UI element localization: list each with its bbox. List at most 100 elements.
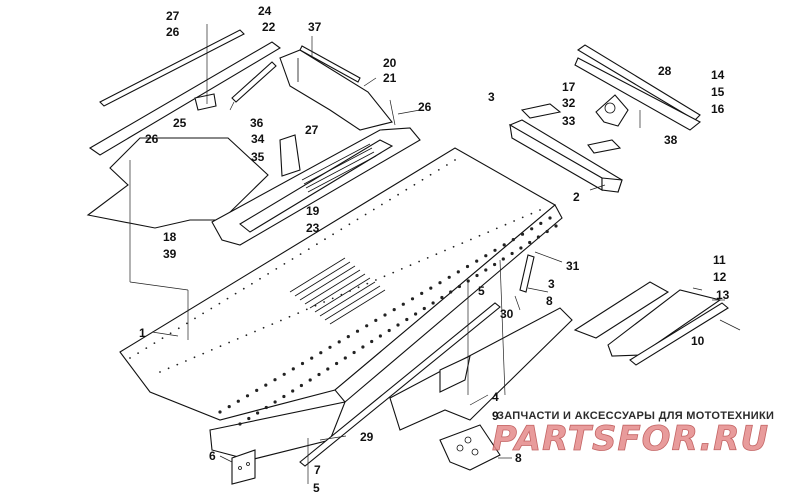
rivet-hole [457, 284, 461, 289]
rivet-hole [446, 164, 448, 166]
callout-26: 26 [166, 25, 180, 39]
rivet-hole [259, 277, 261, 280]
rivet-hole [449, 290, 453, 294]
callout-22: 22 [262, 20, 276, 34]
watermark: ЗАПЧАСТИ И АКСЕССУАРЫ ДЛЯ МОТОТЕХНИКИ PA… [492, 410, 774, 459]
rivet-hole [465, 264, 470, 269]
rivet-hole [421, 178, 424, 181]
rivet-hole [326, 367, 330, 371]
rivet-hole [236, 399, 240, 403]
rivet-hole [405, 317, 409, 322]
callout-5: 5 [478, 284, 485, 298]
rivet-hole [247, 416, 251, 421]
trim-13 [629, 302, 729, 366]
rivet-hole [145, 347, 148, 349]
bracket-25 [194, 93, 217, 111]
rivet-hole [193, 356, 196, 359]
rivet-hole [129, 357, 131, 359]
callout-14: 14 [711, 68, 725, 82]
callout-38: 38 [664, 133, 678, 147]
rivet-hole [288, 315, 291, 318]
callout-8: 8 [546, 294, 553, 308]
rivet-hole [389, 198, 391, 201]
rivet-hole [299, 383, 303, 388]
rivet-hole [365, 324, 369, 328]
rivet-hole [167, 367, 170, 370]
rivet-hole [426, 257, 429, 259]
rivet-hole [185, 360, 187, 362]
callout-11: 11 [713, 253, 726, 267]
storage-box-19 [211, 127, 421, 246]
rivet-hole [282, 372, 286, 376]
rivet-hole [413, 183, 416, 186]
callout-28: 28 [658, 64, 672, 78]
rivet-hole [511, 238, 515, 242]
callout-17: 17 [562, 80, 576, 94]
rivet-hole [536, 235, 541, 239]
callout-25: 25 [173, 116, 187, 130]
rivet-hole [355, 329, 360, 333]
rivet-hole [186, 322, 188, 325]
rivet-hole [396, 323, 400, 327]
watermark-tagline: ЗАПЧАСТИ И АКСЕССУАРЫ ДЛЯ МОТОТЕХНИКИ [497, 410, 774, 422]
callout-3: 3 [488, 90, 495, 104]
rivet-hole [316, 243, 318, 246]
callout-39: 39 [163, 247, 177, 261]
rivet-hole [314, 304, 317, 307]
rivet-hole [161, 337, 164, 340]
rivet-hole [307, 248, 310, 251]
rivet-hole [435, 253, 438, 256]
rivet-hole [539, 221, 543, 225]
rivet-hole [409, 264, 412, 267]
rivet-hole [375, 279, 377, 281]
rivet-hole [335, 361, 339, 366]
rivet-hole [275, 268, 278, 270]
rivet-hole [317, 372, 321, 377]
rivet-hole [501, 257, 505, 261]
callout-24: 24 [258, 4, 272, 18]
rivet-hole [267, 273, 269, 275]
rivet-hole [502, 243, 506, 247]
rivet-hole [361, 345, 365, 349]
rivet-hole [521, 216, 524, 219]
callout-34: 34 [251, 132, 265, 146]
rivet-hole [470, 238, 472, 241]
callout-21: 21 [383, 71, 397, 85]
rivet-hole [332, 233, 334, 236]
rivet-hole [282, 394, 286, 399]
rivet-hole [478, 234, 481, 237]
rivet-hole [513, 220, 515, 222]
tunnel-louver [289, 257, 386, 325]
rivet-hole [245, 334, 248, 337]
rivet-hole [431, 301, 435, 305]
rivet-hole [159, 371, 161, 373]
rivet-hole [264, 405, 268, 410]
callout-13: 13 [716, 288, 730, 302]
rivet-hole [420, 291, 424, 295]
rivet-hole [227, 405, 231, 409]
rivet-hole [520, 232, 525, 236]
seat-base-18 [86, 137, 269, 229]
callout-29: 29 [360, 430, 374, 444]
callout-37: 37 [308, 20, 322, 34]
rivet-hole [219, 345, 222, 348]
rivet-hole [401, 302, 405, 306]
callout-18: 18 [163, 230, 177, 244]
rivet-hole [422, 306, 426, 311]
rivet-hole [357, 286, 360, 289]
bracket-6 [231, 449, 256, 485]
rivet-hole [548, 216, 552, 220]
callout-7: 7 [314, 463, 321, 477]
rivet-hole [392, 308, 396, 312]
rivet-hole [283, 263, 286, 265]
callout-23: 23 [306, 221, 320, 235]
rivet-hole [234, 292, 237, 295]
rivet-hole [487, 231, 490, 234]
rivet-hole [397, 193, 399, 196]
callout-31: 31 [566, 259, 580, 273]
rivet-hole [400, 268, 403, 270]
callout-32: 32 [562, 96, 576, 110]
rivet-hole [343, 356, 347, 360]
rivet-hole [438, 281, 442, 285]
rivet-hole [177, 327, 180, 330]
